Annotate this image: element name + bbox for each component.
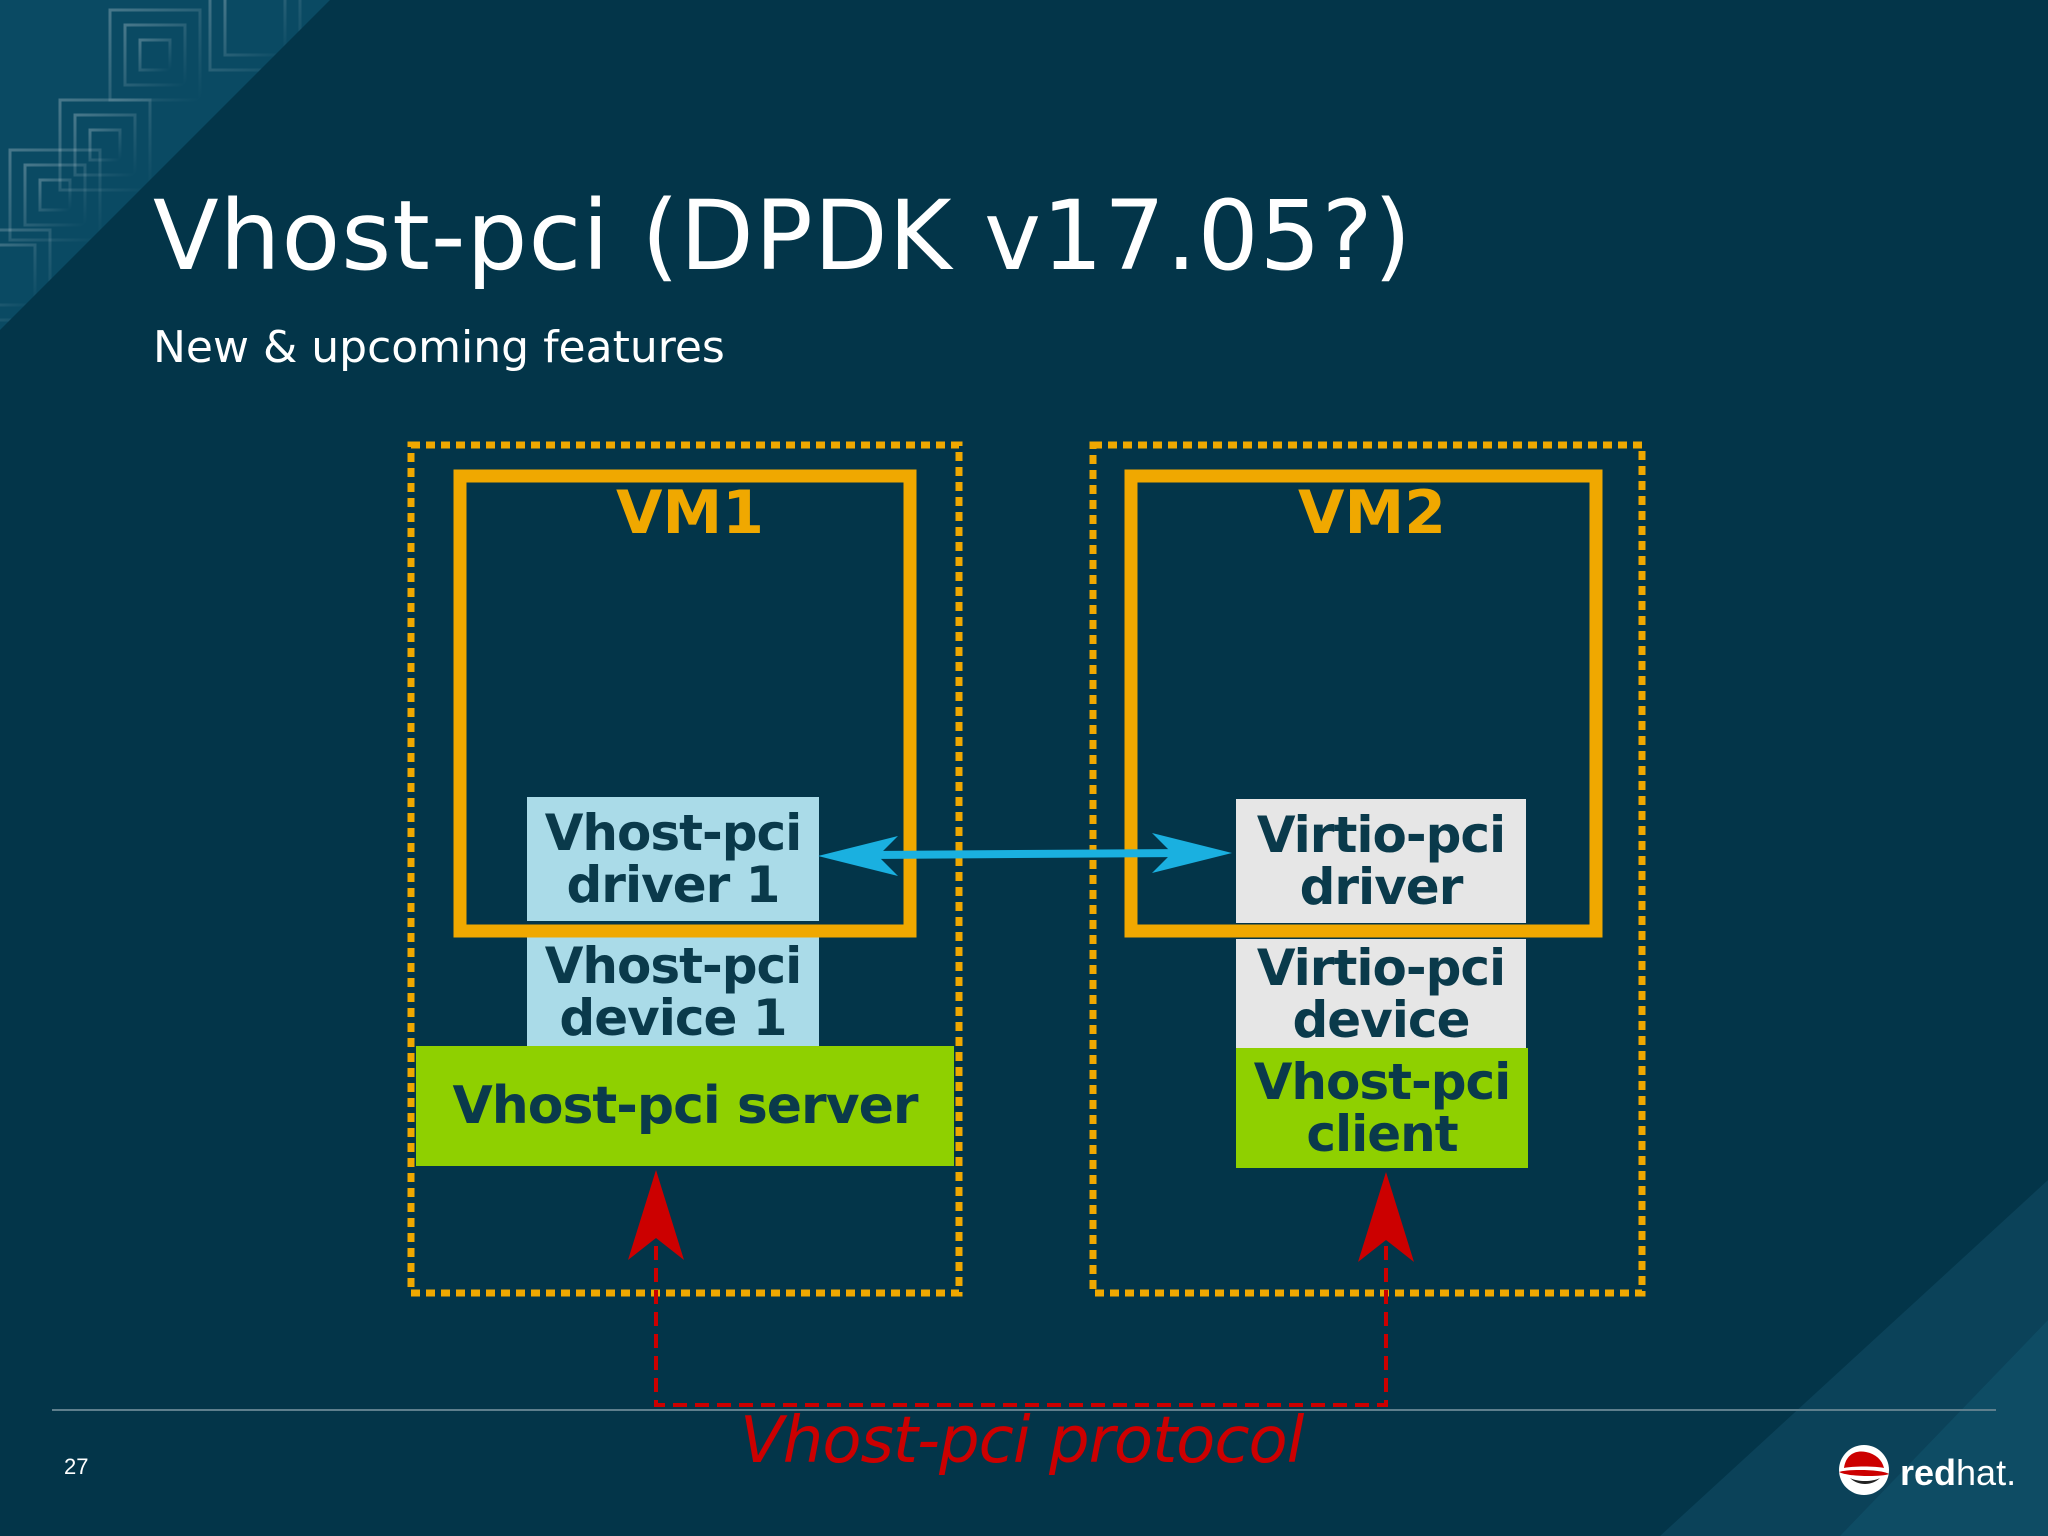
vm2-driver-box: Virtio-pci driver xyxy=(1236,799,1526,923)
vm1-label: VM1 xyxy=(616,478,764,548)
host1-dashed-boundary xyxy=(407,441,963,1297)
vm2-label: VM2 xyxy=(1298,478,1446,548)
vm1-server-box: Vhost-pci server xyxy=(416,1046,954,1166)
logo-bold: red xyxy=(1900,1452,1957,1493)
corner-triangle-decoration xyxy=(1660,1180,2048,1536)
vm1-driver-label: Vhost-pci driver 1 xyxy=(544,803,803,914)
logo-light: hat. xyxy=(1956,1452,2017,1493)
footer-divider xyxy=(52,1409,1996,1411)
slide-subtitle: New & upcoming features xyxy=(153,322,725,373)
shadowman-hat-icon xyxy=(1839,1445,1889,1495)
redhat-logo: redhat. xyxy=(1836,1440,2016,1500)
protocol-path-arrow xyxy=(628,1170,1414,1407)
driver-link-arrow xyxy=(818,833,1232,876)
redhat-wordmark: redhat. xyxy=(1900,1452,2016,1494)
vm2-client-label: Vhost-pci client xyxy=(1253,1052,1512,1163)
protocol-label: Vhost-pci protocol xyxy=(740,1404,1304,1478)
vm1-server-label: Vhost-pci server xyxy=(452,1075,918,1136)
vm1-border xyxy=(453,469,917,938)
slide-title: Vhost-pci (DPDK v17.05?) xyxy=(153,180,1413,292)
vm2-client-box: Vhost-pci client xyxy=(1236,1048,1528,1168)
vm1-driver-box: Vhost-pci driver 1 xyxy=(527,797,819,921)
host2-dashed-boundary xyxy=(1089,441,1646,1297)
vm1-device-label: Vhost-pci device 1 xyxy=(544,936,803,1047)
vm2-border xyxy=(1124,469,1603,938)
vm1-device-box: Vhost-pci device 1 xyxy=(527,937,819,1047)
vm2-device-box: Virtio-pci device xyxy=(1236,939,1526,1049)
corner-pattern-decoration xyxy=(0,0,330,330)
vm2-driver-label: Virtio-pci driver xyxy=(1256,805,1506,916)
vm2-device-label: Virtio-pci device xyxy=(1256,938,1506,1049)
page-number: 27 xyxy=(64,1454,89,1479)
